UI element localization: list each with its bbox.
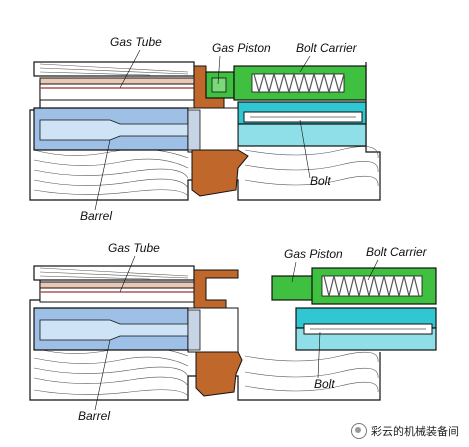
label-gas-piston: Gas Piston [284, 247, 343, 261]
recoil-spring [323, 275, 420, 297]
bolt-carrier [233, 65, 367, 147]
leader-gas-tube [119, 255, 136, 293]
label-gas-tube: Gas Tube [108, 241, 160, 255]
bolt-carrier [295, 267, 437, 351]
label-gas-tube: Gas Tube [110, 35, 162, 49]
barrel [33, 107, 239, 153]
label-gas-piston: Gas Piston [212, 41, 271, 55]
bolt [303, 323, 433, 335]
gas-tube [33, 61, 196, 101]
wood-stock [33, 146, 379, 197]
recoil-spring [253, 71, 345, 95]
leader-bolt [317, 331, 321, 379]
leader-gas-tube [119, 49, 141, 89]
label-barrel: Barrel [78, 409, 110, 423]
label-bolt-carrier: Bolt Carrier [366, 245, 428, 259]
leader-bolt-carrier [367, 259, 379, 281]
receiver-outline [29, 278, 381, 401]
leader-bolt [299, 119, 311, 179]
bolt [243, 111, 363, 123]
label-bolt: Bolt [314, 377, 335, 391]
wechat-icon [351, 423, 367, 439]
receiver-insert [195, 351, 243, 397]
gas-piston [271, 275, 317, 301]
leader-gas-piston [217, 55, 221, 85]
watermark: 彩云的机械装备间 [351, 423, 459, 439]
top-panel: Gas Tube Gas Piston Bolt Carrier Bolt Ba… [29, 35, 381, 223]
leader-barrel [94, 339, 111, 411]
leader-bolt-carrier [299, 55, 311, 73]
bottom-panel: Gas Tube Gas Piston Bolt Carrier Bolt Ba… [29, 241, 437, 423]
gas-piston [205, 71, 235, 99]
label-bolt-carrier: Bolt Carrier [296, 41, 358, 55]
leader-barrel [94, 139, 111, 211]
label-bolt: Bolt [310, 174, 331, 188]
gas-block [193, 269, 239, 309]
receiver-insert [191, 149, 249, 197]
wood-stock [33, 346, 379, 397]
label-barrel: Barrel [80, 209, 112, 223]
barrel [33, 307, 239, 353]
leader-gas-piston [291, 261, 297, 283]
watermark-text: 彩云的机械装备间 [371, 425, 459, 438]
gas-tube [33, 265, 196, 303]
